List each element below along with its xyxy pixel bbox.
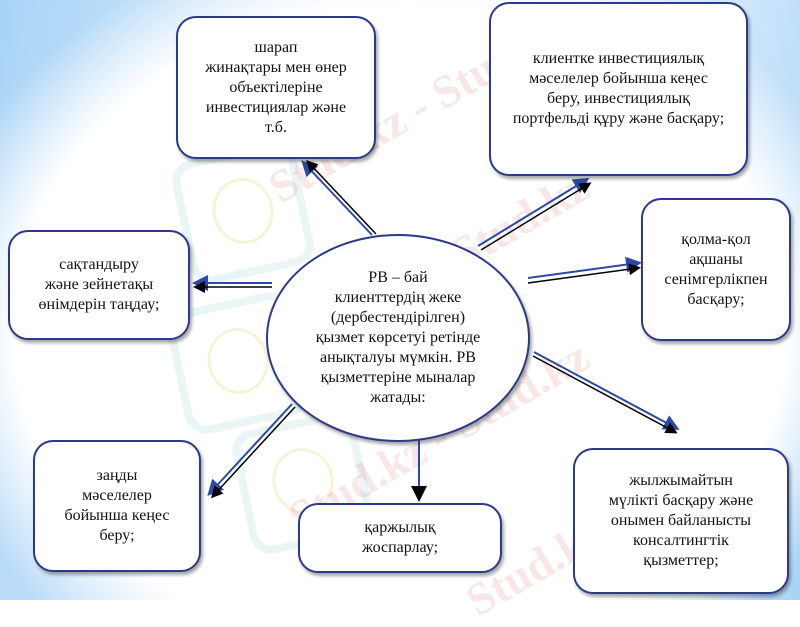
node-insurance-pension: сақтандыру және зейнетақы өнімдерін таңд… (8, 230, 190, 340)
node-cash-trust: қолма-қол ақшаны сенімгерлікпен басқару; (641, 198, 791, 341)
arrow-to-investment-advice (477, 177, 592, 251)
arrow-to-insurance-pension (192, 275, 272, 293)
node-investment-advice: клиентке инвестициялық мәселелер бойынша… (489, 2, 748, 176)
arrow-to-art-investments (301, 159, 377, 236)
node-real-estate: жылжымайтын мүлікті басқару және онымен … (573, 448, 789, 594)
node-legal-advice: заңды мәселелер бойынша кеңес беру; (33, 440, 201, 572)
arrow-to-legal-advice (207, 403, 296, 499)
node-financial-planning: қаржылық жоспарлау; (298, 503, 502, 573)
arrow-to-real-estate (532, 351, 680, 434)
arrow-to-cash-trust (527, 256, 642, 284)
center-node: РВ – бай клиенттердің жеке (дербестендір… (266, 234, 530, 442)
connector-arrows (192, 159, 680, 502)
node-art-investments: шарап жинақтары мен өнер объектілеріне и… (176, 16, 376, 159)
